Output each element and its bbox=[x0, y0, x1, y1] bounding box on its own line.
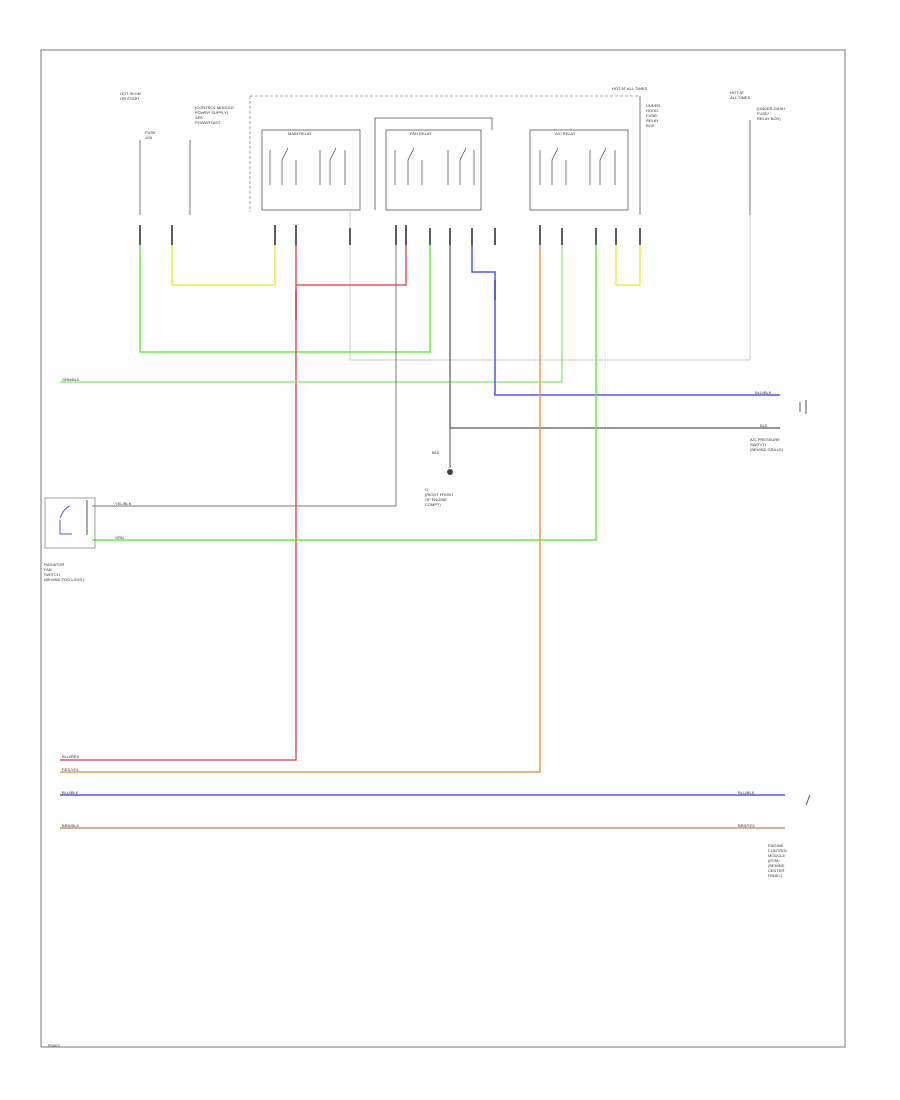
ecm-connector-symbol bbox=[805, 794, 811, 806]
radiator-fan-switch-symbol bbox=[59, 505, 72, 535]
wire-yellow-right bbox=[615, 245, 641, 286]
relay-1-label: MAIN RELAY bbox=[288, 131, 312, 136]
fuse-right-note: (UNDER-DASH FUSE/ RELAY BOX) bbox=[757, 106, 785, 121]
wire-label-bottom-4-right: BRN/YEL bbox=[738, 823, 756, 828]
wire-orange bbox=[60, 245, 541, 773]
wire-black bbox=[449, 245, 780, 429]
wire-label-bottom-2: RED/YEL bbox=[62, 767, 80, 772]
wire-label-grn-blk: GRN/BLK bbox=[62, 377, 80, 382]
wire-label-bottom-3-right: BLU/BLK bbox=[738, 790, 755, 795]
power-bus-dashed bbox=[249, 95, 640, 212]
relay-3-label: A/C RELAY bbox=[555, 131, 576, 136]
fuse-center-label: HOT AT ALL TIMES bbox=[612, 86, 648, 91]
ecm-power-note: (CONTROL MODULE POWER SUPPLY) SEE POWER … bbox=[195, 105, 234, 125]
wire-label-yel-blk: YEL/BLK bbox=[115, 501, 132, 506]
connector-pins bbox=[139, 225, 641, 320]
wire-green-loop bbox=[139, 245, 431, 353]
wire-label-grn: GRN bbox=[115, 535, 124, 540]
wire-label-bottom-1: BLU/RED bbox=[62, 754, 80, 759]
wire-label-bottom-3: BLU/BLK bbox=[62, 790, 79, 795]
relay-2-label: FAN RELAY bbox=[410, 131, 432, 136]
relay-contacts bbox=[269, 147, 616, 185]
radiator-fan-switch-box bbox=[44, 497, 96, 549]
relay-box-3 bbox=[529, 129, 629, 211]
footer-code: P0003 bbox=[48, 1043, 60, 1048]
relay-enclosure bbox=[374, 117, 493, 210]
fuse-left-rating: FUSE 10A bbox=[145, 130, 156, 140]
wire-label-blk-right: BLK bbox=[760, 423, 768, 428]
ground-note: G (RIGHT FRONT OF ENGINE COMPT) bbox=[425, 487, 454, 507]
relay-box-2 bbox=[385, 129, 482, 211]
ground-point bbox=[447, 469, 453, 475]
diagram-border bbox=[40, 49, 846, 1048]
ac-pressure-switch-symbol bbox=[799, 400, 807, 414]
fuse-center-note: UNDER- HOOD FUSE/ RELAY BOX bbox=[646, 103, 662, 128]
ac-pressure-switch-label: A/C PRESSURE SWITCH (BEHIND GRILLE) bbox=[750, 437, 784, 452]
wire-red-main bbox=[60, 245, 297, 761]
wire-green-left bbox=[92, 245, 597, 541]
wire-red-branch bbox=[296, 245, 407, 286]
relay-box-1 bbox=[261, 129, 361, 211]
wire-yellow-left bbox=[171, 245, 276, 286]
wire-gray-left bbox=[92, 245, 397, 507]
gray-return-line bbox=[349, 210, 751, 361]
wire-blue-top bbox=[471, 245, 780, 396]
ground-wire-label: BLK bbox=[432, 450, 440, 455]
fuse-left-label: HOT IN ON OR START bbox=[120, 91, 141, 101]
ecm-label: ENGINE CONTROL MODULE (ECM) (BEHIND CENT… bbox=[768, 843, 788, 878]
fuse-right-label: HOT AT ALL TIMES bbox=[730, 90, 751, 100]
radiator-fan-switch-label: RADIATOR FAN SWITCH (BEHIND FOG LIGHT) bbox=[44, 562, 85, 582]
wire-label-bottom-4: BRN/BLK bbox=[62, 823, 80, 828]
wire-label-blu-blk-right: BLU/BLK bbox=[755, 390, 772, 395]
wire-green-top bbox=[60, 245, 563, 383]
